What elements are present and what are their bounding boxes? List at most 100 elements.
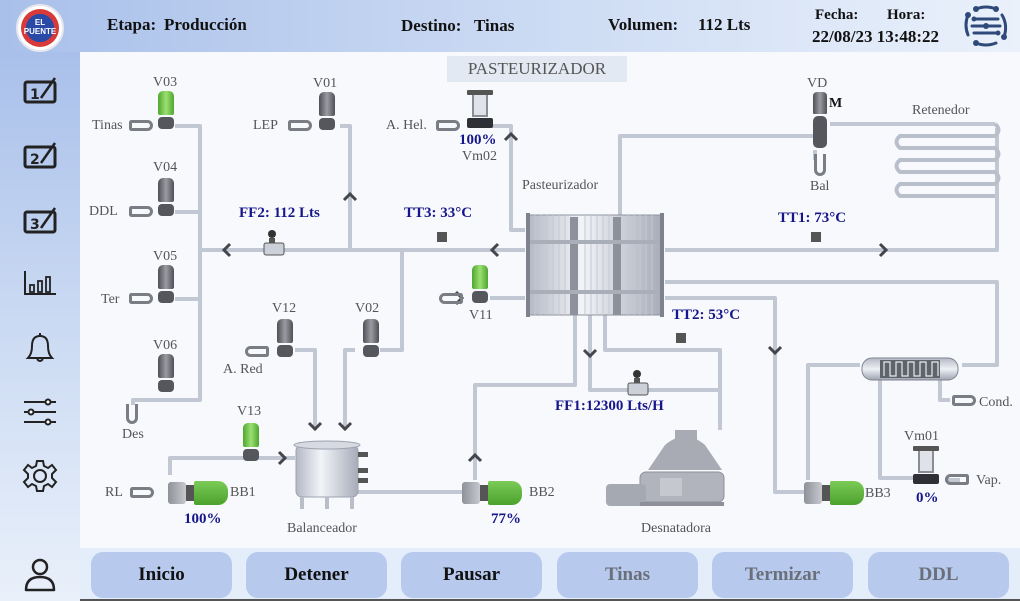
valve-v12[interactable] — [277, 319, 293, 361]
sidebar-item-screen-1[interactable]: 1 — [20, 70, 60, 110]
numbered-screen-3-icon: 3 — [23, 207, 57, 234]
vm01-opening-value: 0% — [916, 490, 939, 506]
line-des-label: Des — [122, 427, 144, 442]
svg-text:3: 3 — [30, 217, 40, 233]
destination-value: Tinas — [474, 16, 515, 35]
valve-v04-label: V04 — [153, 160, 178, 175]
valve-v03-label: V03 — [153, 75, 178, 90]
temp-transmitter-tt1 — [811, 232, 821, 242]
line-connector-ter — [129, 293, 153, 304]
tubular-heater — [861, 357, 959, 381]
sidebar-item-alarms[interactable] — [20, 328, 60, 368]
stage-value: Producción — [164, 15, 247, 34]
termizar-button[interactable]: Termizar — [712, 552, 853, 598]
tt3-temp-value: TT3: 33°C — [404, 205, 473, 221]
valve-v03[interactable] — [158, 91, 174, 133]
datetime-value: 22/08/23 13:48:22 — [812, 27, 940, 46]
company-logo: EL PUENTE — [16, 4, 64, 52]
line-tinas-label: Tinas — [92, 118, 123, 133]
line-a-hel-label: A. Hel. — [386, 118, 427, 133]
vm02-label: Vm02 — [462, 149, 497, 164]
line-connector-v11 — [439, 293, 463, 304]
valve-vd-mode: M — [829, 96, 843, 111]
screen-title: PASTEURIZADOR — [447, 56, 627, 82]
ff1-flow-value: FF1:12300 Lts/H — [555, 398, 664, 414]
pause-button[interactable]: Pausar — [401, 552, 542, 598]
footer-bar: Inicio Detener Pausar Tinas Termizar DDL — [80, 548, 1020, 601]
line-connector-rl — [130, 487, 154, 498]
pasteurizer-plate-exchanger — [526, 213, 664, 317]
temp-transmitter-tt2 — [676, 333, 686, 343]
network-globe-icon — [964, 5, 1008, 47]
bar-chart-icon — [24, 271, 56, 295]
modulating-valve-vm02[interactable] — [467, 90, 493, 130]
valve-v02-label: V02 — [355, 301, 380, 316]
temp-transmitter-tt3 — [437, 232, 447, 242]
sample-tube-des — [126, 404, 138, 424]
process-canvas — [80, 52, 1020, 548]
sidebar-item-user[interactable] — [20, 554, 60, 594]
numbered-screen-2-icon: 2 — [23, 142, 57, 169]
valve-v13[interactable] — [243, 423, 259, 465]
valve-v06[interactable] — [158, 354, 174, 396]
valve-v05-label: V05 — [153, 249, 178, 264]
separator-machine — [606, 430, 725, 506]
pump-bb2[interactable] — [462, 478, 522, 508]
divert-valve-vd[interactable] — [813, 92, 827, 150]
valve-v12-label: V12 — [272, 301, 297, 316]
flow-meter-ff2 — [263, 230, 285, 256]
pasteurizer-pid-diagram — [131, 122, 1001, 509]
valve-v01[interactable] — [319, 92, 335, 134]
line-connector-lep — [288, 120, 312, 131]
retenedor-coil — [894, 122, 1001, 198]
valve-vd-label: VD — [807, 76, 828, 91]
start-button[interactable]: Inicio — [91, 552, 232, 598]
line-rl-label: RL — [105, 485, 123, 500]
destination-label: Destino: — [401, 16, 462, 35]
line-connector-a-red — [245, 346, 269, 357]
gear-icon — [22, 460, 58, 492]
time-label: Hora: — [887, 7, 926, 23]
date-label: Fecha: — [815, 7, 859, 23]
line-connector-ddl — [129, 206, 153, 217]
pipe-network — [131, 122, 999, 494]
line-connector-a-hel — [436, 120, 460, 131]
flow-meter-ff1 — [627, 370, 649, 396]
sample-tube-bal — [814, 154, 826, 176]
valve-v04[interactable] — [158, 178, 174, 220]
valve-v11[interactable] — [472, 265, 488, 307]
pump-bb3[interactable] — [804, 478, 864, 508]
pump-bb1-speed: 100% — [184, 511, 222, 527]
numbered-screen-1-icon: 1 — [23, 77, 57, 104]
sidebar-item-screen-2[interactable]: 2 — [20, 135, 60, 175]
volume-label: Volumen: — [608, 15, 679, 34]
stop-button[interactable]: Detener — [246, 552, 387, 598]
line-ter-label: Ter — [101, 292, 120, 307]
valve-v05[interactable] — [158, 265, 174, 307]
tt1-temp-value: TT1: 73°C — [778, 210, 847, 226]
tinas-button[interactable]: Tinas — [557, 552, 698, 598]
flow-arrows — [221, 131, 889, 466]
modulating-valve-vm01[interactable] — [913, 446, 939, 486]
sidebar-item-adjustments[interactable] — [20, 392, 60, 432]
line-ddl-label: DDL — [89, 204, 118, 219]
pump-bb2-label: BB2 — [529, 485, 555, 500]
pump-bb1[interactable] — [168, 478, 228, 508]
sidebar-item-charts[interactable] — [20, 263, 60, 303]
line-bal-label: Bal — [810, 179, 830, 194]
volume-value: 112 Lts — [698, 15, 751, 34]
valve-v11-label: V11 — [469, 308, 493, 323]
balance-tank-label: Balanceador — [287, 521, 357, 536]
vm01-label: Vm01 — [904, 429, 939, 444]
line-connector-vap — [945, 474, 969, 485]
header-bar: EL PUENTE Etapa: Producción Destino: Tin… — [0, 0, 1020, 52]
sidebar-item-settings[interactable] — [20, 456, 60, 496]
valve-v02[interactable] — [363, 319, 379, 361]
sidebar-item-screen-3[interactable]: 3 — [20, 200, 60, 240]
bell-icon — [25, 333, 55, 362]
ddl-button[interactable]: DDL — [868, 552, 1009, 598]
pasteurizer-label: Pasteurizador — [522, 178, 599, 193]
pump-bb2-speed: 77% — [491, 511, 521, 527]
tt2-temp-value: TT2: 53°C — [672, 307, 741, 323]
line-connector-cond — [952, 395, 976, 406]
